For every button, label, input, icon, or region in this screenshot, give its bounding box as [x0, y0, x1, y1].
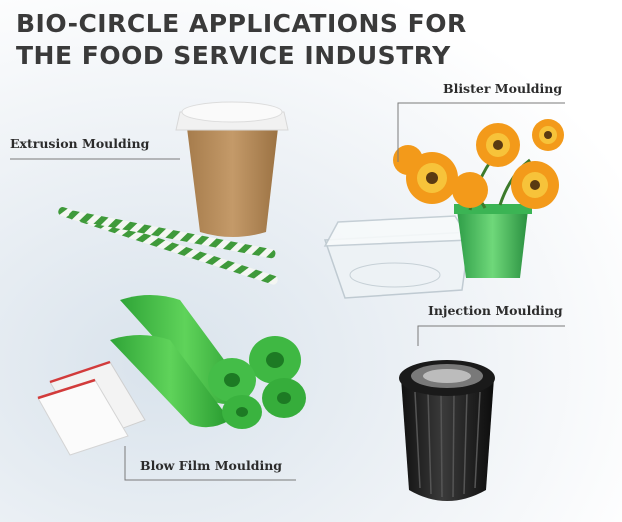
page-title: BIO-CIRCLE APPLICATIONS FOR THE FOOD SER…	[16, 8, 467, 72]
blister-container-image	[323, 215, 472, 299]
black-cup-image	[399, 360, 495, 501]
injection-moulding-label: Injection Moulding	[428, 303, 563, 318]
zip-bags-image	[37, 360, 146, 456]
blister-moulding-label: Blister Moulding	[443, 81, 563, 96]
blister-leader-line	[397, 102, 565, 162]
green-bags-image	[110, 295, 306, 429]
extrusion-moulding-label: Extrusion Moulding	[10, 136, 150, 151]
straws-image	[58, 207, 278, 285]
plant-pot-image	[454, 204, 532, 278]
blow-film-leader-line	[124, 446, 296, 481]
flowers-image	[393, 119, 564, 211]
coffee-cup-image	[175, 101, 289, 237]
title-line-1: BIO-CIRCLE APPLICATIONS FOR	[16, 9, 467, 38]
injection-leader-line	[417, 325, 565, 346]
blow-film-moulding-label: Blow Film Moulding	[140, 458, 283, 473]
title-line-2: THE FOOD SERVICE INDUSTRY	[16, 41, 451, 70]
